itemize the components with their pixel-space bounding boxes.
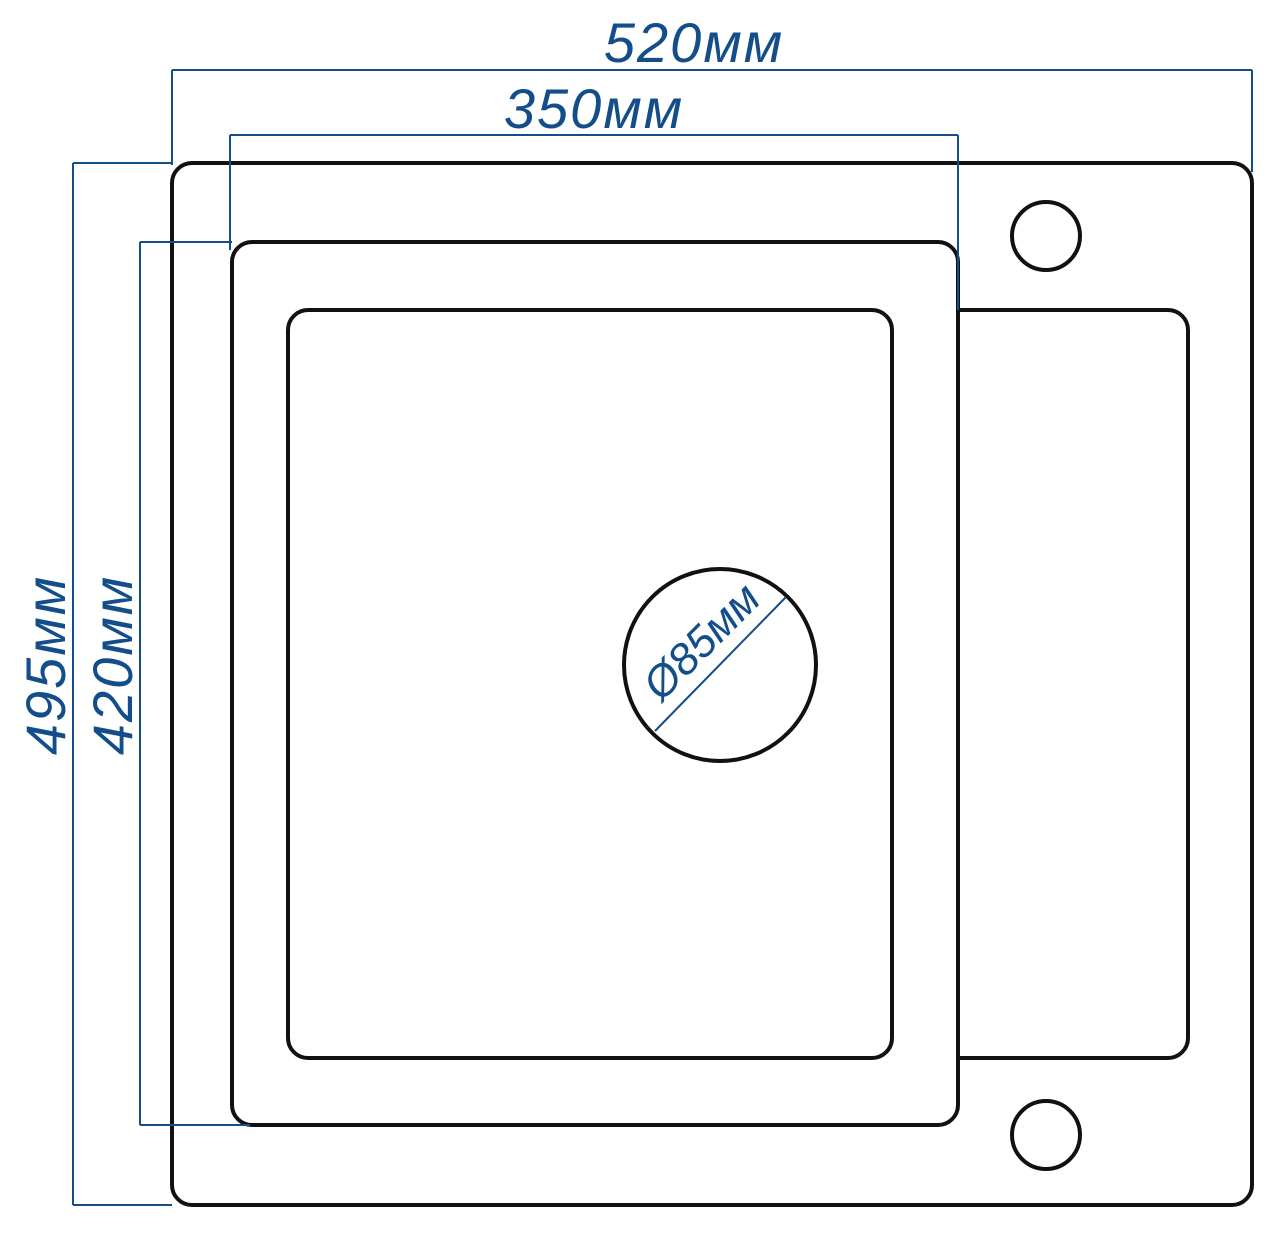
faucet-hole-bottom — [1010, 1099, 1082, 1171]
drain-hole — [622, 567, 818, 763]
bowl-inner — [286, 308, 894, 1060]
dimension-width-520: 520мм — [171, 11, 1253, 172]
dimension-depth-495: 495мм — [14, 162, 172, 1206]
drainer-area — [958, 308, 1190, 1060]
depth-495-label: 495мм — [14, 575, 77, 755]
width-520-label: 520мм — [604, 11, 784, 74]
dimension-width-350: 350мм — [229, 77, 959, 310]
dimension-depth-420: 420мм — [81, 241, 250, 1126]
bowl-rim — [230, 240, 960, 1127]
sink-outer-outline — [170, 161, 1254, 1207]
depth-420-label: 420мм — [81, 575, 144, 755]
faucet-hole-top — [1010, 200, 1082, 272]
dimension-drain-diameter: Ø85мм — [632, 574, 787, 732]
width-350-label: 350мм — [504, 77, 684, 140]
